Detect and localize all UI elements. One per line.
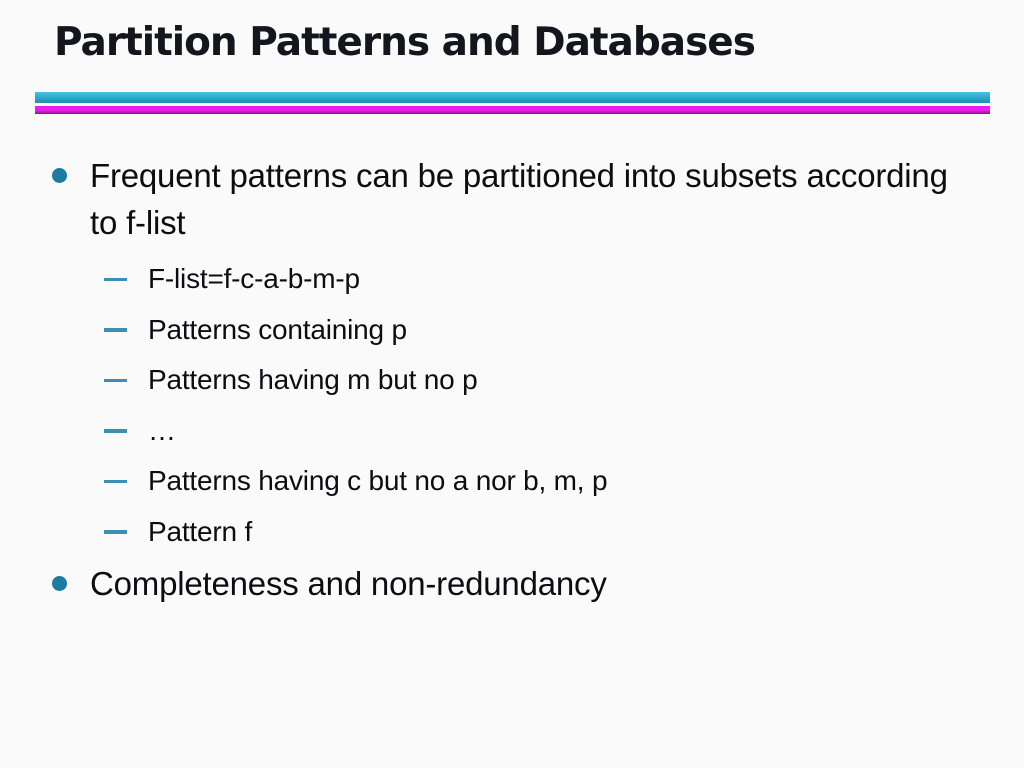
dash-bullet-icon xyxy=(104,530,127,534)
sub-bullet-text: Patterns having c but no a nor b, m, p xyxy=(148,465,608,497)
list-item: Patterns having m but no p xyxy=(104,355,607,406)
slide-title: Partition Patterns and Databases xyxy=(54,20,756,65)
sub-bullet-text: Patterns having m but no p xyxy=(148,364,478,396)
sub-bullet-text: Patterns containing p xyxy=(148,313,407,345)
sub-bullet-text: Pattern f xyxy=(148,515,253,547)
list-item: F-list=f-c-a-b-m-p xyxy=(104,254,607,305)
bullet-dot-icon xyxy=(52,168,67,183)
dash-bullet-icon xyxy=(104,378,127,382)
dash-bullet-icon xyxy=(104,429,127,433)
sub-bullet-list: F-list=f-c-a-b-m-p Patterns containing p… xyxy=(104,254,608,558)
title-divider-magenta xyxy=(35,106,990,114)
bullet-item: Completeness and non-redundancy xyxy=(52,560,607,607)
sub-bullet-text: … xyxy=(148,414,176,446)
list-item: Pattern f xyxy=(104,507,607,558)
bullet-dot-icon xyxy=(52,576,67,591)
title-divider-cyan xyxy=(35,92,990,103)
dash-bullet-icon xyxy=(104,328,127,332)
list-item: Patterns containing p xyxy=(104,305,607,356)
dash-bullet-icon xyxy=(104,277,127,281)
list-item: Patterns having c but no a nor b, m, p xyxy=(104,456,608,507)
list-item: … xyxy=(104,406,607,457)
bullet-text: Frequent patterns can be partitioned int… xyxy=(90,157,948,241)
dash-bullet-icon xyxy=(104,479,127,483)
bullet-text: Completeness and non-redundancy xyxy=(90,565,607,602)
sub-bullet-text: F-list=f-c-a-b-m-p xyxy=(148,263,360,295)
bullet-item: Frequent patterns can be partitioned int… xyxy=(52,152,972,246)
